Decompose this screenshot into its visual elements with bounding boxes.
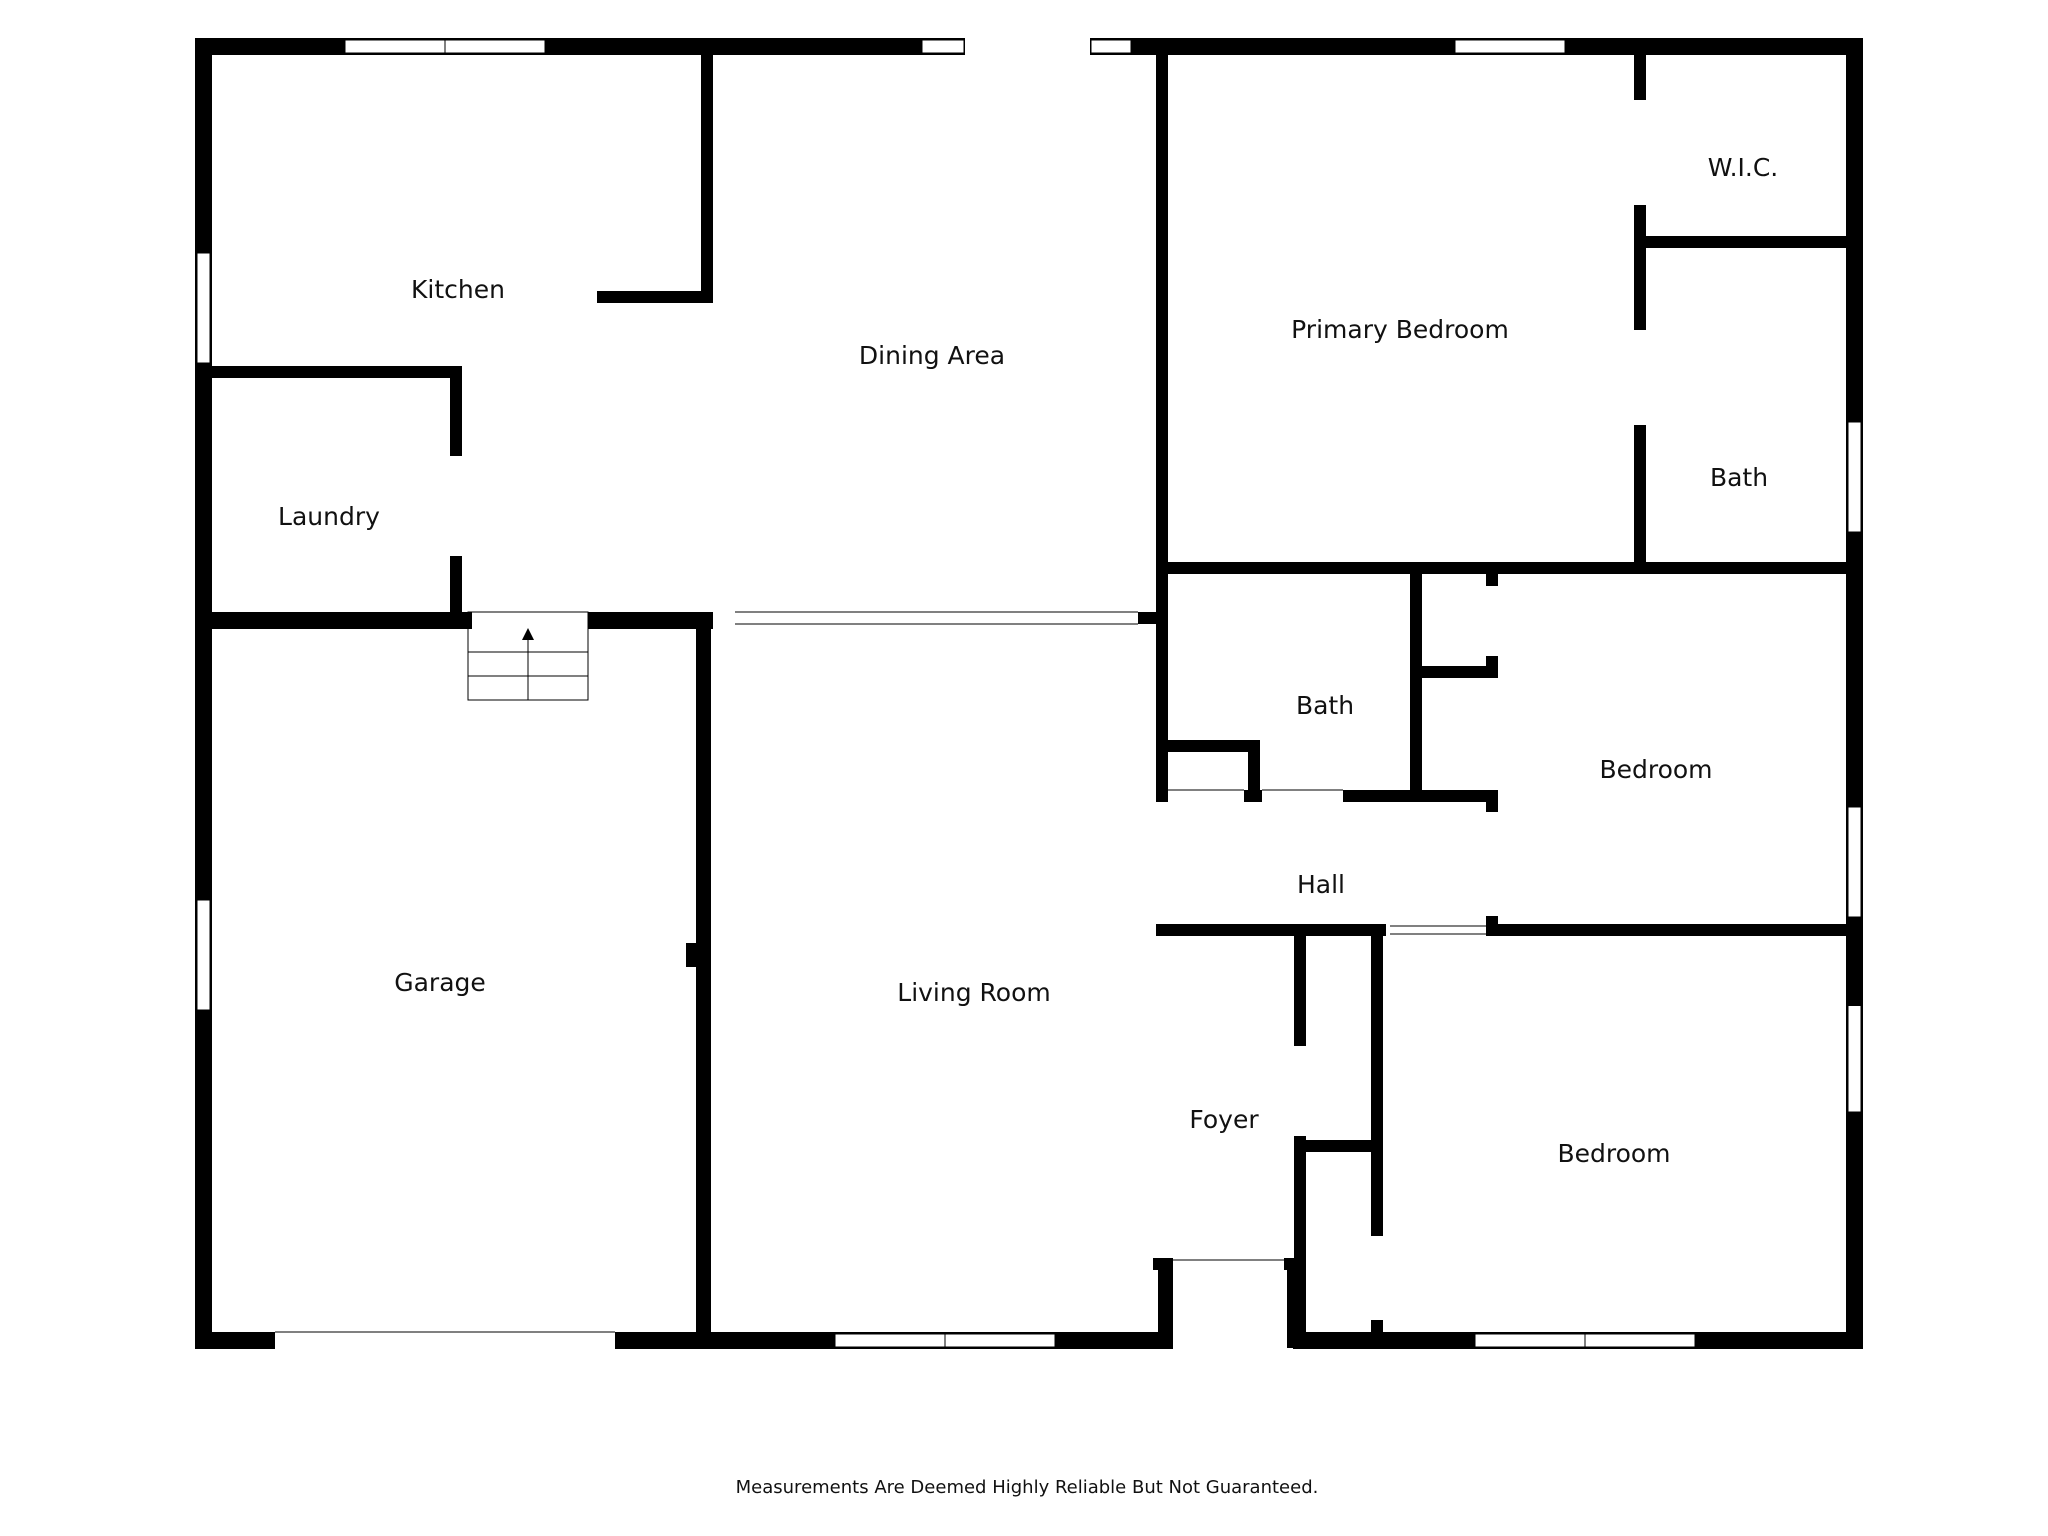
interior-walls <box>212 55 1863 1348</box>
room-label-laundry: Laundry <box>278 502 380 531</box>
room-label-primary-bedroom: Primary Bedroom <box>1291 315 1509 344</box>
room-labels: Kitchen Dining Area Primary Bedroom W.I.… <box>278 153 1778 1168</box>
room-label-living-room: Living Room <box>897 978 1050 1007</box>
room-label-bath-hall: Bath <box>1296 691 1354 720</box>
room-label-kitchen: Kitchen <box>411 275 505 304</box>
room-label-bath-primary: Bath <box>1710 463 1768 492</box>
exterior-openings <box>275 38 1293 1349</box>
room-label-wic: W.I.C. <box>1708 153 1779 182</box>
room-label-dining-area: Dining Area <box>859 341 1005 370</box>
room-label-bedroom-lower: Bedroom <box>1557 1139 1670 1168</box>
stairs-arrow-icon <box>522 628 534 640</box>
room-label-foyer: Foyer <box>1189 1105 1259 1134</box>
room-label-hall: Hall <box>1297 870 1345 899</box>
windows <box>196 39 1862 1348</box>
openings <box>735 611 1486 1261</box>
room-label-bedroom-upper: Bedroom <box>1599 755 1712 784</box>
disclaimer-text: Measurements Are Deemed Highly Reliable … <box>736 1477 1319 1498</box>
room-label-garage: Garage <box>394 968 486 997</box>
stairs <box>467 611 589 701</box>
